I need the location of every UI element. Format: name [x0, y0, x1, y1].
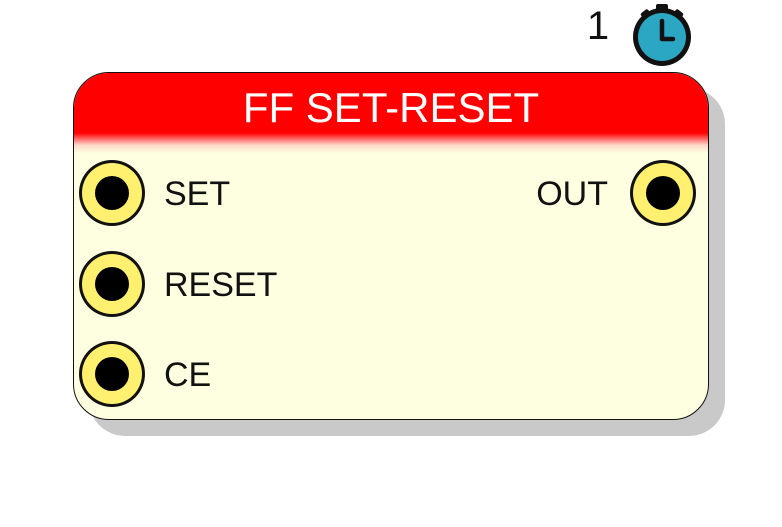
block-title: FF SET-RESET: [242, 84, 540, 131]
input-label-reset: RESET: [164, 266, 278, 304]
stopwatch-icon: [633, 4, 691, 66]
input-port-set[interactable]: [77, 158, 147, 228]
block-header: FF SET-RESET: [74, 73, 708, 153]
input-port-reset[interactable]: [77, 249, 147, 319]
input-label-ce: CE: [164, 356, 212, 394]
input-port-ce[interactable]: [77, 339, 147, 409]
input-label-set: SET: [164, 175, 231, 213]
execution-order-number: 1: [586, 4, 610, 48]
output-port-out[interactable]: [628, 158, 698, 228]
ff-set-reset-block[interactable]: FF SET-RESET SET RESET CE OUT: [73, 72, 709, 420]
output-label-out: OUT: [536, 175, 608, 213]
